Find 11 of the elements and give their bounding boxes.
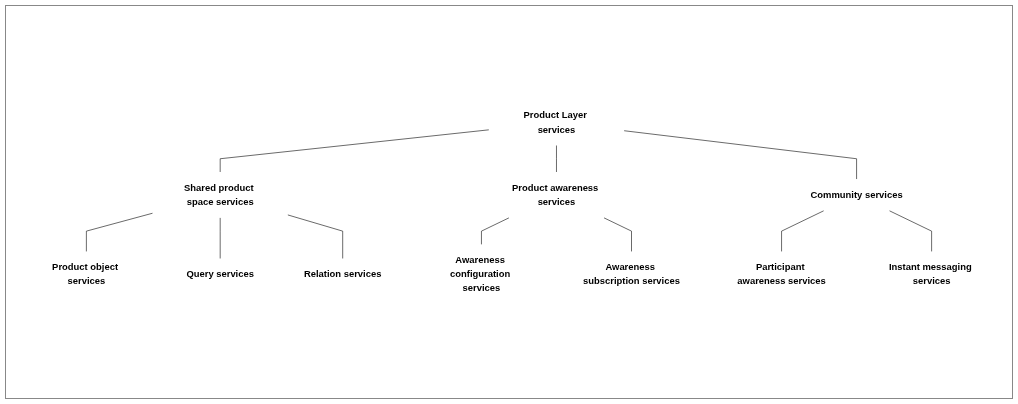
- node-text: Product awareness services: [512, 182, 599, 207]
- node-text: Participant awareness services: [737, 262, 826, 287]
- node-text: Relation services: [303, 269, 382, 280]
- node-text: Awareness subscription services: [583, 262, 680, 287]
- node-text: Query services: [186, 269, 254, 280]
- node-text: Community services: [810, 189, 903, 200]
- node-text: Product Layer services: [523, 110, 587, 135]
- node-text: Shared product space services: [184, 182, 254, 207]
- node-text: Product object services: [52, 262, 119, 287]
- node-text: Awareness configuration services: [450, 254, 511, 294]
- node-text: Instant messaging services: [888, 262, 972, 287]
